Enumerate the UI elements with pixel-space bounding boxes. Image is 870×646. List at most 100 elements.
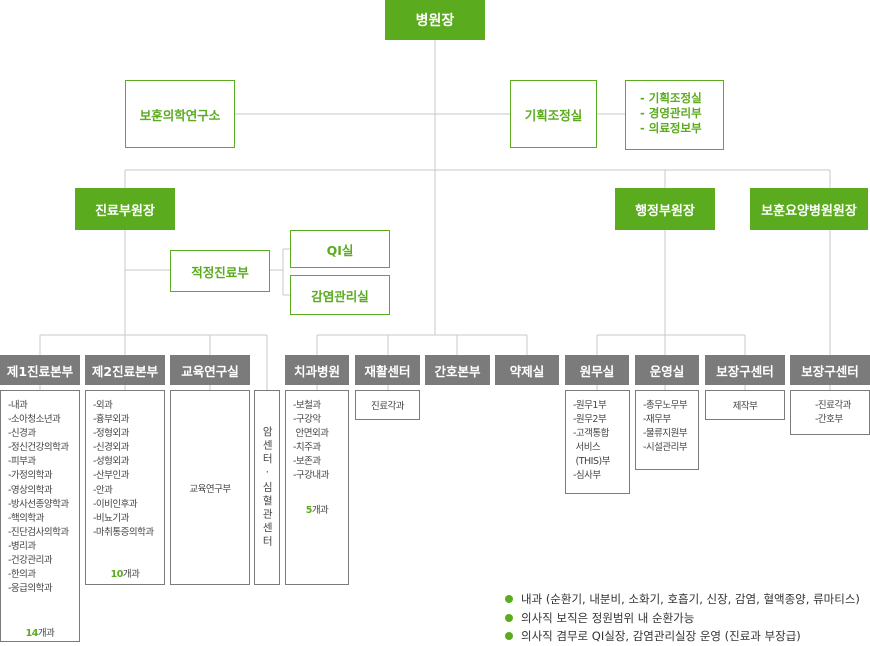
department-item: -간호부 <box>815 414 843 426</box>
dental-count-unit: 개과 <box>311 505 329 516</box>
department-item: -비뇨기과 <box>93 512 129 524</box>
department-item: -정신건강의학과 <box>8 442 69 454</box>
notes-list: 내과 (순환기, 내분비, 소화기, 호흡기, 신장, 감염, 혈액종양, 류마… <box>505 590 860 646</box>
prosthetics2-panel: -진료각과 -간호부 <box>790 390 870 435</box>
planning-label: 기획조정실 <box>524 107 583 123</box>
pharmacy-header: 약제실 <box>495 355 559 385</box>
qi-label: QI실 <box>326 242 354 258</box>
proper-care-box: 적정진료부 <box>170 250 270 292</box>
med1-header: 제1진료본부 <box>0 355 80 385</box>
med1-count-unit: 개과 <box>37 628 55 639</box>
note-item: 내과 (순환기, 내분비, 소화기, 호흡기, 신장, 감염, 혈액종양, 류마… <box>505 590 860 609</box>
department-item: -영상의학과 <box>8 484 53 496</box>
cancer-center-panel: 암센터·심혈관센터 <box>254 390 280 585</box>
department-item: -외과 <box>93 400 113 411</box>
med2-count: 10개과 <box>86 566 164 580</box>
department-item: -치주과 <box>293 442 321 454</box>
department-item: -정형외과 <box>93 428 129 440</box>
planning-sub-item: - 의료정보부 <box>640 121 702 135</box>
department-item: (THIS)부 <box>573 456 611 468</box>
note-item: 의사직 보직은 정원범위 내 순환가능 <box>505 609 860 628</box>
prosthetics2-label: 보장구센터 <box>801 363 859 379</box>
department-item: -마취통증의학과 <box>93 526 154 538</box>
department-item: -핵의학과 <box>8 512 44 524</box>
department-item: -신경외과 <box>93 442 129 454</box>
department-item: -이비인후과 <box>93 498 138 510</box>
education-panel: 교육연구부 <box>170 390 250 585</box>
department-item: -물류지원부 <box>643 428 688 440</box>
rehab-panel: 진료각과 <box>355 390 420 420</box>
department-item: 안면외과 <box>293 428 329 440</box>
dental-count-number: 5 <box>305 505 313 516</box>
planning-sub-item: - 경영관리부 <box>640 106 702 120</box>
department-item: -응급의학과 <box>8 583 53 595</box>
education-content: 교육연구부 <box>189 483 231 495</box>
department-item: -산부인과 <box>93 470 129 482</box>
dental-panel: -보철과 -구강악 안면외과 -치주과 -보존과 -구강내과 5개과 <box>285 390 349 585</box>
department-item: -피부과 <box>8 456 36 468</box>
operations-header: 운영실 <box>635 355 699 385</box>
operations-panel: -총무노무부 -재무부 -물류지원부 -시설관리부 <box>635 390 699 470</box>
planning-sub-item: - 기획조정실 <box>640 91 702 105</box>
med2-count-unit: 개과 <box>122 569 140 580</box>
department-item: -건강관리과 <box>8 555 53 567</box>
department-item: -구강내과 <box>293 470 329 482</box>
med1-count-number: 14 <box>25 628 39 639</box>
department-item: -한의과 <box>8 569 36 581</box>
rehab-header: 재활센터 <box>355 355 420 385</box>
nursing-hospital-director-label: 보훈요양병원원장 <box>761 203 857 219</box>
department-item: 서비스 <box>573 442 601 454</box>
department-item: -진료각과 <box>815 400 851 411</box>
med2-label: 제2진료본부 <box>91 363 159 379</box>
note-text: 의사직 겸무로 QI실장, 감염관리실장 운영 (진료과 부장급) <box>521 629 801 643</box>
rehab-label: 재활센터 <box>364 363 411 379</box>
department-item: -방사선종양학과 <box>8 498 69 510</box>
planning-sub-box: - 기획조정실 - 경영관리부 - 의료정보부 <box>625 80 724 150</box>
prosthetics1-content: 제작부 <box>732 401 758 412</box>
bullet-dot-icon <box>505 632 513 640</box>
department-item: -심사부 <box>573 470 601 482</box>
department-item: -흉부외과 <box>93 414 129 426</box>
planning-box: 기획조정실 <box>510 80 597 148</box>
admin-affairs-panel: -원무1부 -원무2부 -고객통합 서비스 (THIS)부 -심사부 <box>565 390 630 494</box>
director-box: 병원장 <box>385 0 485 40</box>
infection-label: 감염관리실 <box>311 288 369 304</box>
med2-count-number: 10 <box>110 569 124 580</box>
proper-care-label: 적정진료부 <box>191 264 249 280</box>
rehab-content: 진료각과 <box>371 401 404 412</box>
department-item: -보철과 <box>293 400 321 411</box>
education-header: 교육연구실 <box>170 355 250 385</box>
prosthetics1-header: 보장구센터 <box>705 355 785 385</box>
qi-box: QI실 <box>290 230 390 268</box>
department-item: -구강악 <box>293 414 321 426</box>
department-item: -내과 <box>8 400 28 411</box>
director-label: 병원장 <box>415 13 455 29</box>
department-item: -성형외과 <box>93 456 129 468</box>
department-item: -시설관리부 <box>643 442 688 454</box>
cancer-center-label: 암센터·심혈관센터 <box>261 426 274 549</box>
department-item: -총무노무부 <box>643 400 688 411</box>
infection-box: 감염관리실 <box>290 275 390 315</box>
department-item: -가정의학과 <box>8 470 53 482</box>
operations-label: 운영실 <box>649 363 685 379</box>
bullet-dot-icon <box>505 613 513 622</box>
note-text: 의사직 보직은 정원범위 내 순환가능 <box>521 610 695 625</box>
medical-vice-director-label: 진료부원장 <box>95 203 155 219</box>
department-item: -진단검사의학과 <box>8 526 69 538</box>
med2-header: 제2진료본부 <box>85 355 165 385</box>
prosthetics1-label: 보장구센터 <box>716 363 774 379</box>
dental-header: 치과병원 <box>285 355 349 385</box>
med1-label: 제1진료본부 <box>6 363 74 379</box>
department-item: -신경과 <box>8 428 36 440</box>
pharmacy-label: 약제실 <box>509 363 545 379</box>
admin-vice-director-label: 행정부원장 <box>635 203 695 219</box>
dental-label: 치과병원 <box>293 363 340 379</box>
department-item: -안과 <box>93 484 113 496</box>
nursing-hospital-director-box: 보훈요양병원원장 <box>750 188 868 230</box>
department-item: -고객통합 <box>573 428 609 440</box>
department-item: -병리과 <box>8 540 36 552</box>
department-item: -보존과 <box>293 456 321 468</box>
note-text: 내과 (순환기, 내분비, 소화기, 호흡기, 신장, 감염, 혈액종양, 류마… <box>521 592 860 606</box>
department-item: -재무부 <box>643 414 671 426</box>
